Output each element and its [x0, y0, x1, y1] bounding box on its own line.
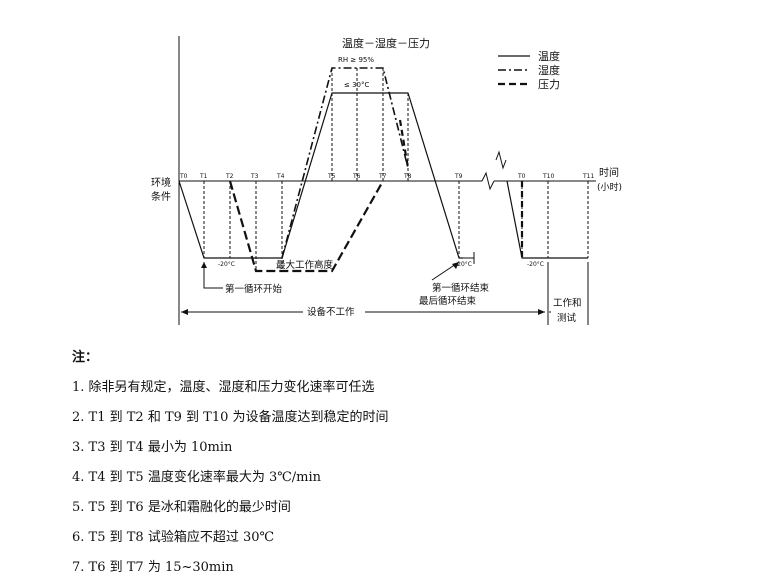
cycle-end-label-1: 第一循环结束 [432, 282, 490, 294]
humidity-curve [281, 67, 409, 259]
time-label: T0 [179, 173, 188, 180]
arrowhead-icon [538, 309, 545, 315]
test-cycle-diagram: 温度 湿度 压力 温度－湿度－压力 RH ≥ 95% ≤ 30°C T0 T1 … [151, 36, 622, 325]
rh-label: RH ≥ 95% [338, 56, 374, 64]
time-label: T0 [517, 173, 526, 180]
time-label: T11 [582, 173, 594, 180]
time-label: T2 [225, 173, 234, 180]
time-marker-lines [203, 68, 589, 271]
low-temp-label: -20°C [455, 261, 472, 268]
notes-section: 注： 1. 除非另有规定，温度、湿度和压力变化速率可任选 2. T1 到 T2 … [72, 343, 772, 583]
low-temp-label: -20°C [218, 261, 235, 268]
time-label: T6 [352, 173, 361, 180]
legend-pressure: 压力 [538, 78, 560, 91]
time-label: T4 [276, 173, 285, 180]
arrowhead-icon [181, 309, 188, 315]
low-temp-label: -20°C [527, 261, 544, 268]
legend-humidity: 湿度 [538, 63, 560, 77]
legend: 温度 湿度 压力 [498, 49, 560, 91]
time-label: T8 [403, 173, 412, 180]
temperature-curve-2 [506, 180, 588, 259]
legend-temperature: 温度 [538, 49, 560, 63]
temp-max-label: ≤ 30°C [344, 81, 369, 89]
figure-title: 温度－湿度－压力 [342, 36, 430, 50]
time-labels: T0 T1 T2 T3 T4 T5 T6 T7 T8 T9 T0 T10 T11 [179, 173, 594, 180]
time-label: T9 [454, 173, 463, 180]
time-label: T10 [542, 173, 554, 180]
time-label: T3 [250, 173, 259, 180]
env-label-2: 条件 [151, 190, 171, 203]
label-bg [303, 303, 365, 319]
note-item: 4. T4 到 T5 温度变化速率最大为 3℃/min [72, 470, 321, 485]
time-label: T7 [378, 173, 387, 180]
axis-label-time: 时间 [599, 166, 619, 179]
axis-break-icon [481, 171, 495, 191]
pressure-curve [228, 180, 384, 273]
cycle-start-pointer [203, 262, 223, 289]
note-item: 6. T5 到 T8 试验箱应不超过 30℃ [72, 530, 275, 545]
note-item: 5. T5 到 T6 是冰和霜融化的最少时间 [72, 500, 291, 515]
cycle-start-label: 第一循环开始 [225, 283, 283, 295]
not-working-label: 设备不工作 [307, 306, 355, 318]
arrowhead-icon [201, 262, 207, 268]
env-label-1: 环境 [151, 176, 171, 189]
note-item: 1. 除非另有规定，温度、湿度和压力变化速率可任选 [72, 380, 375, 395]
time-label: T1 [199, 173, 208, 180]
axis-break-icon-2 [495, 150, 507, 170]
label-bg-2 [551, 295, 587, 325]
time-label: T5 [327, 173, 336, 180]
altitude-label: 最大工作高度 [276, 259, 334, 271]
cycle-end-label-2: 最后循环结束 [419, 295, 477, 307]
note-item: 2. T1 到 T2 和 T9 到 T10 为设备温度达到稳定的时间 [72, 410, 389, 425]
temperature-curve [178, 92, 463, 259]
working-label-1: 工作和 [553, 297, 582, 309]
note-item: 3. T3 到 T4 最小为 10min [72, 440, 233, 455]
notes-title: 注： [72, 350, 99, 365]
axis-label-hours: (小时) [597, 181, 622, 193]
pressure-curve-2 [398, 119, 410, 169]
note-item: 7. T6 到 T7 为 15~30min [72, 560, 234, 575]
arrowhead-icon [452, 262, 459, 269]
working-label-2: 测试 [557, 312, 577, 324]
